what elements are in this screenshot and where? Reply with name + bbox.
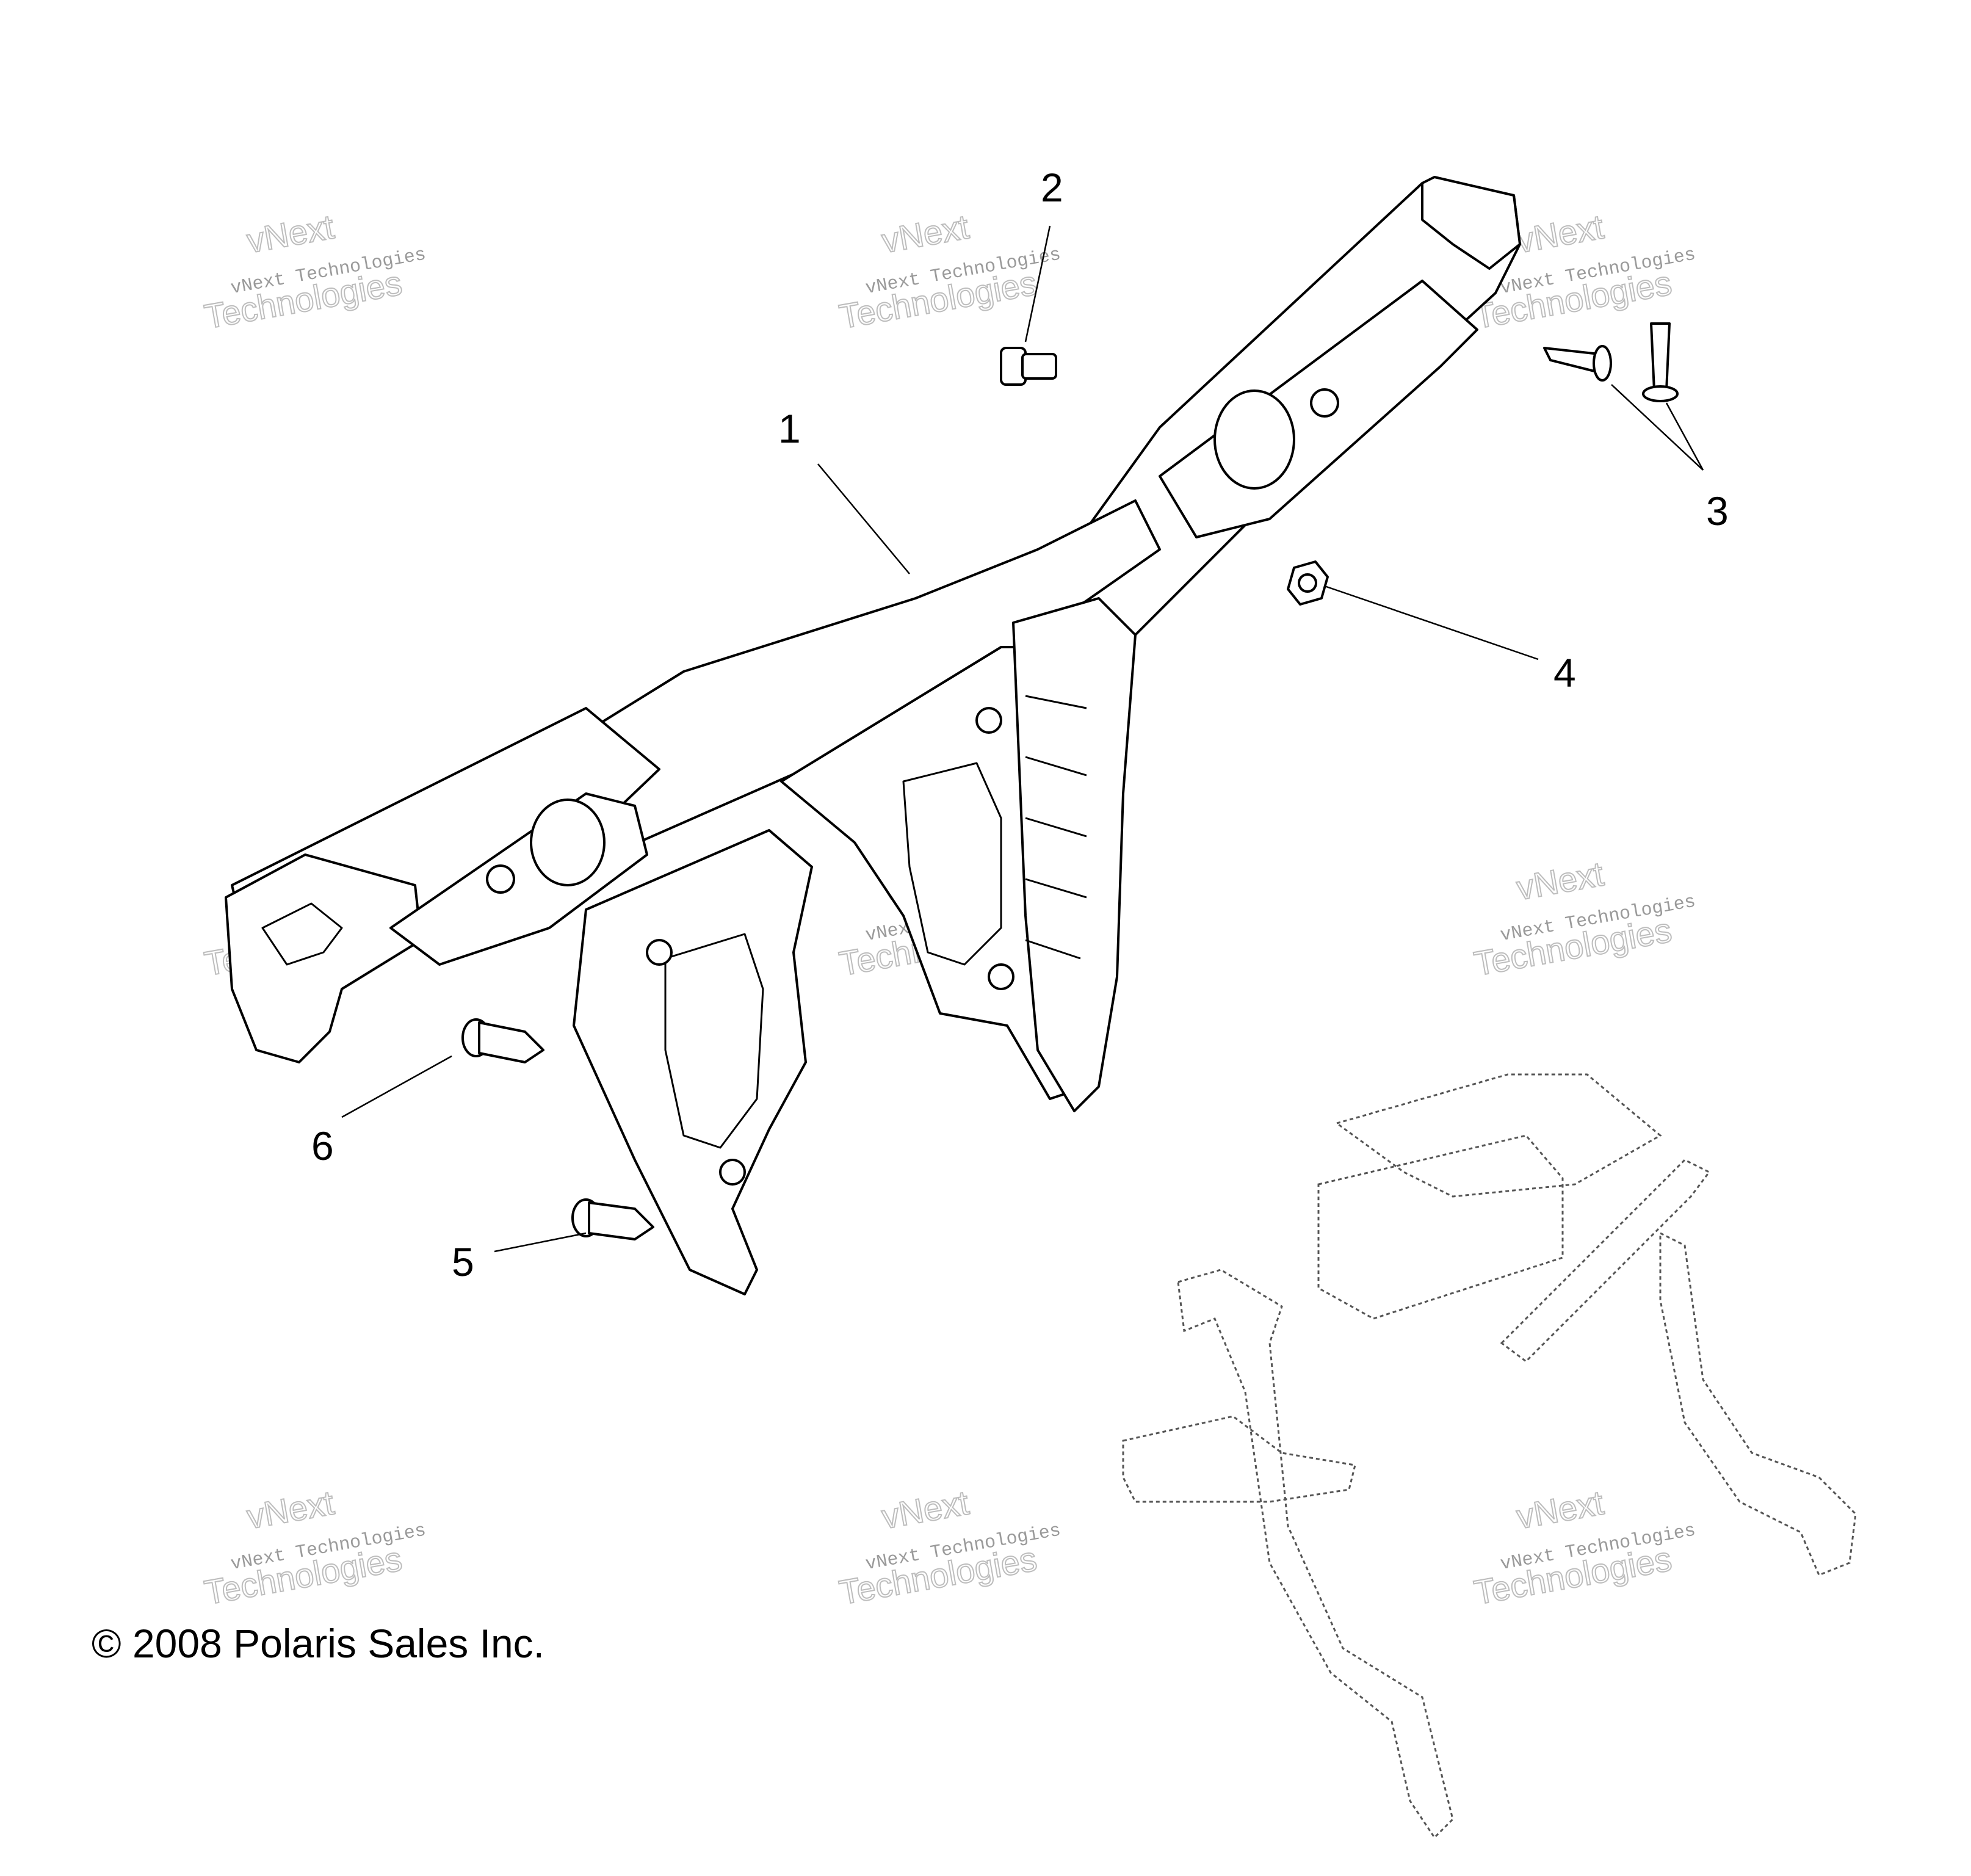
leader-3a [1611, 384, 1704, 471]
screw-3a-head [1593, 345, 1612, 382]
nut-4-hole [1298, 573, 1317, 593]
watermark-line1: vNext [244, 1483, 337, 1536]
pin-5-body [588, 1201, 654, 1240]
watermark: vNext vNext Technologies Technologies [201, 1482, 427, 1612]
bracket-front-leg-a [573, 829, 813, 1295]
bracket-front-leg-b-pocket [902, 762, 1002, 966]
screw-3b-head [1642, 385, 1679, 402]
ghost-frame-plate [1500, 1159, 1711, 1363]
pin-part-5 [571, 1198, 654, 1240]
bracket-left-boss [486, 864, 515, 894]
bracket-upper-hole [1213, 389, 1295, 490]
callout-2: 2 [1041, 165, 1063, 210]
bracket-front-leg-a-pocket [664, 933, 764, 1149]
leader-lines [341, 225, 1704, 1253]
watermark-line1: vNext [879, 207, 972, 260]
bracket-upper-cap [1421, 176, 1521, 270]
leader-3b [1665, 402, 1704, 471]
watermark: vNext vNext Technologies Technologies [1470, 853, 1697, 983]
bracket-guard-ribs [1025, 695, 1087, 960]
ghost-frame-top [1334, 1073, 1662, 1198]
bracket-assembly [225, 176, 1521, 1295]
bracket-left-cap [225, 853, 422, 1063]
watermark-line1: vNext [244, 207, 337, 260]
bracket-front-leg-b-bolt-top [975, 707, 1002, 734]
leader-6 [341, 1055, 452, 1118]
watermark: vNext vNext Technologies Technologies [1470, 1482, 1697, 1612]
screws-part-3 [1543, 322, 1679, 402]
callout-4: 4 [1553, 650, 1576, 695]
screw-3a-shank [1543, 347, 1600, 374]
bolt-2-shank [1021, 353, 1057, 380]
callout-6: 6 [311, 1123, 334, 1168]
callout-1: 1 [778, 406, 801, 451]
leader-4 [1324, 585, 1539, 661]
pin-6-body [478, 1021, 544, 1063]
callout-3: 3 [1706, 488, 1729, 534]
watermark: vNext vNext Technologies Technologies [201, 206, 427, 336]
leader-2 [1024, 225, 1051, 342]
bracket-front-leg-a-bolt-bottom [719, 1159, 746, 1186]
bolt-part-2 [1000, 347, 1057, 386]
ghost-frame-right-rail [1659, 1231, 1857, 1576]
bracket-left-window [261, 902, 343, 966]
watermark: vNext vNext Technologies Technologies [836, 1482, 1062, 1612]
callout-5: 5 [452, 1239, 474, 1284]
ghost-frame [1122, 1073, 1857, 1839]
bracket-left-hole [530, 799, 606, 886]
bracket-upper-boss [1310, 388, 1339, 418]
copyright-text: © 2008 Polaris Sales Inc. [92, 1621, 544, 1666]
watermark-line1: vNext [1514, 854, 1607, 907]
watermark-line1: vNext [879, 1483, 972, 1536]
screw-3b-shank [1650, 322, 1671, 392]
callouts: 1 2 3 4 5 6 [311, 165, 1729, 1284]
leader-5 [494, 1232, 587, 1253]
ghost-frame-left-rail [1177, 1269, 1454, 1839]
watermark-line1: vNext [1514, 1483, 1607, 1536]
bracket-front-leg-a-bolt-top [646, 939, 673, 966]
watermark-line1: vNext [1514, 207, 1607, 260]
bracket-front-leg-b-bolt-bottom [988, 963, 1014, 990]
nut-part-4 [1287, 560, 1329, 606]
leader-1 [817, 463, 910, 574]
pin-part-6 [461, 1018, 544, 1063]
ghost-frame-box [1317, 1134, 1564, 1320]
ghost-frame-bracket [1122, 1415, 1356, 1503]
bracket-ribbed-guard [1012, 597, 1137, 1112]
